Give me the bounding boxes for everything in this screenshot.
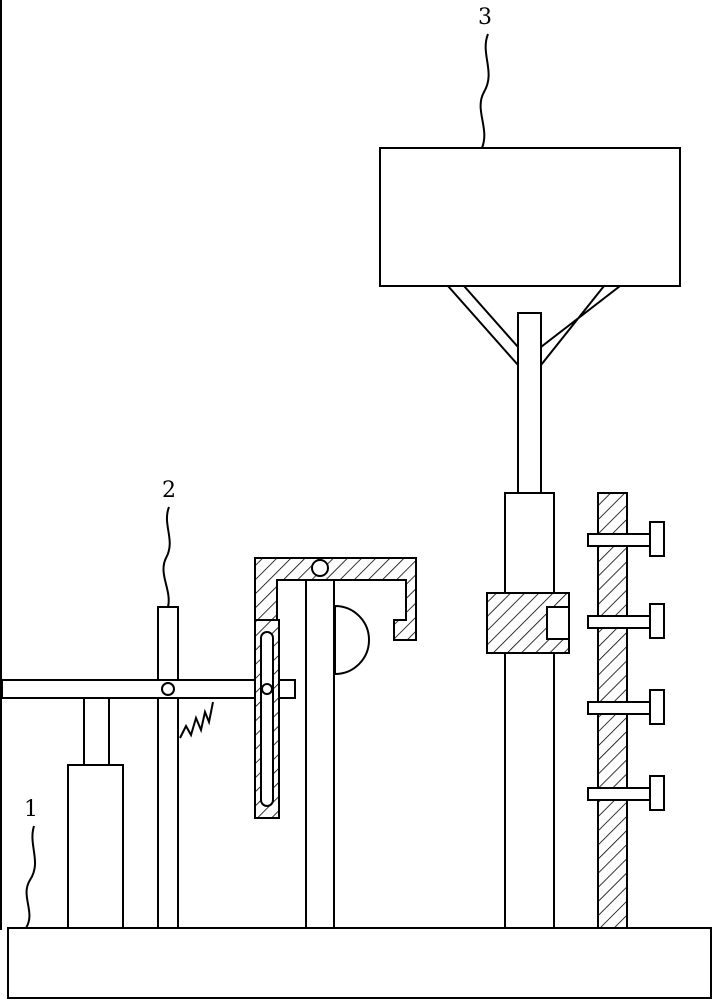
bracket: [254, 557, 417, 641]
slot-pin: [261, 683, 273, 695]
link-slot: [260, 631, 274, 807]
inner-rod: [517, 312, 542, 494]
top-box: [379, 147, 681, 287]
bracket-roller: [311, 559, 329, 577]
leader-line-2: [162, 506, 171, 608]
cam-half-disc: [334, 604, 370, 676]
label-3: 3: [478, 5, 492, 30]
spring: [179, 701, 214, 739]
rack-pins: [587, 521, 665, 811]
vertical-post: [157, 606, 179, 929]
leader-line-1: [25, 825, 36, 929]
arm-pivot-pin: [161, 682, 175, 696]
y-support-right: [540, 285, 623, 368]
slide-block-key: [546, 606, 570, 640]
leader-line-3: [479, 33, 490, 149]
left-piston-rod: [83, 696, 110, 766]
center-column: [305, 579, 335, 929]
right-column: [504, 492, 555, 929]
left-cylinder: [67, 764, 124, 929]
label-1: 1: [24, 797, 38, 822]
label-2: 2: [162, 478, 176, 503]
horizontal-arm: [1, 679, 296, 699]
base-plate: [7, 927, 712, 999]
y-support: [445, 285, 519, 368]
